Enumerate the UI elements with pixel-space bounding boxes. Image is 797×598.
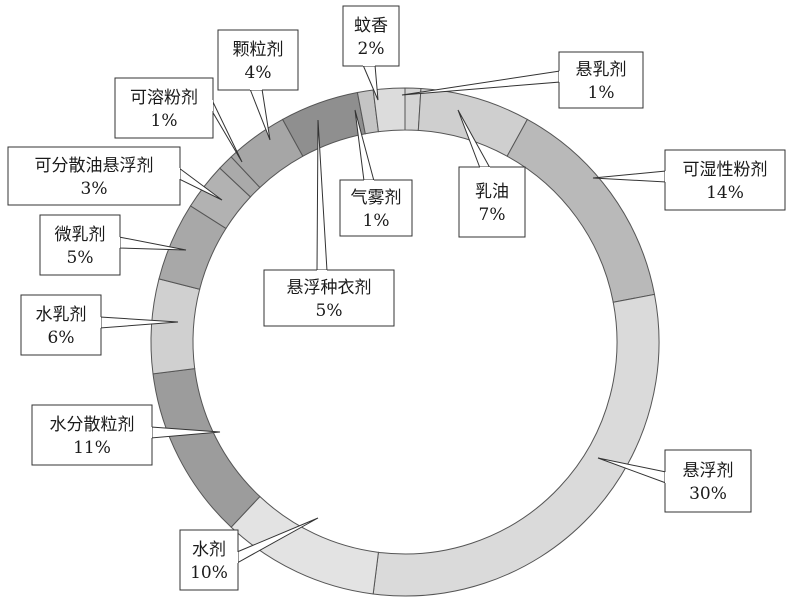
slice-label-name: 乳油 [475, 182, 509, 202]
leader-line [249, 88, 271, 141]
slice-label-8: 可分散油悬浮剂 3% [7, 146, 223, 206]
slice-label-6: 水乳剂 6% [20, 294, 179, 356]
label-box [263, 269, 395, 327]
label-box [39, 214, 121, 276]
slice-label-13: 蚊香 2% [342, 5, 400, 101]
slice-label-percent: 6% [48, 328, 75, 348]
slice-label-7: 微乳剂 5% [39, 214, 187, 276]
leader-line [592, 170, 667, 183]
slice-label-4: 水剂 10% [179, 517, 319, 591]
slice-label-name: 蚊香 [354, 16, 388, 36]
leader-line [401, 70, 561, 96]
label-box [31, 404, 153, 466]
slice-label-name: 微乳剂 [55, 225, 106, 245]
slice-label-2: 可湿性粉剂 14% [592, 149, 786, 211]
slice-label-percent: 2% [358, 39, 385, 59]
slice-label-percent: 14% [706, 183, 744, 203]
label-box [7, 146, 181, 206]
slice-label-10: 颗粒剂 4% [217, 29, 299, 141]
slice-label-0: 悬乳剂 1% [401, 51, 644, 109]
slice-label-percent: 11% [73, 438, 111, 458]
slice-2 [506, 118, 656, 303]
slice-label-percent: 7% [479, 205, 506, 225]
label-box [20, 294, 102, 356]
label-box [217, 29, 299, 91]
slice-label-name: 悬浮剂 [683, 461, 734, 481]
label-box [339, 179, 413, 237]
label-box [458, 166, 526, 238]
slice-label-percent: 1% [588, 83, 615, 103]
label-box [664, 449, 752, 513]
slice-label-name: 悬浮种衣剂 [287, 278, 372, 298]
slice-label-percent: 30% [689, 484, 727, 504]
slice-label-5: 水分散粒剂 11% [31, 404, 221, 466]
label-box [558, 51, 644, 109]
label-box [342, 5, 400, 67]
slice-label-name: 水剂 [192, 540, 226, 560]
slice-label-9: 可溶粉剂 1% [114, 77, 243, 163]
slice-label-percent: 4% [245, 63, 272, 83]
slice-label-percent: 5% [316, 301, 343, 321]
slice-label-name: 颗粒剂 [233, 40, 284, 60]
slice-label-11: 悬浮种衣剂 5% [263, 119, 395, 327]
slice-label-percent: 3% [81, 179, 108, 199]
leader-line [211, 99, 243, 163]
slice-labels: 悬乳剂 1% 乳油 7% 可湿性粉剂 14% 悬浮剂 30% 水剂 10% 水分散粒剂 11% 水乳剂 6… [7, 5, 786, 591]
donut-slices [150, 87, 660, 597]
slice-6 [150, 278, 201, 375]
label-box [114, 77, 214, 139]
slice-label-name: 可分散油悬浮剂 [35, 156, 154, 176]
slice-label-percent: 1% [363, 211, 390, 231]
slice-label-3: 悬浮剂 30% [597, 449, 752, 513]
slice-label-percent: 10% [190, 563, 228, 583]
slice-label-1: 乳油 7% [457, 109, 526, 238]
slice-label-name: 气雾剂 [351, 188, 402, 208]
slice-13 [372, 87, 406, 133]
slice-label-name: 水乳剂 [36, 305, 87, 325]
slice-5 [152, 368, 261, 528]
slice-label-12: 气雾剂 1% [339, 109, 413, 237]
slice-label-name: 水分散粒剂 [50, 415, 135, 435]
slice-label-percent: 5% [67, 248, 94, 268]
slice-label-percent: 1% [151, 111, 178, 131]
slice-label-name: 可溶粉剂 [130, 88, 198, 108]
label-box [664, 149, 786, 211]
slice-label-name: 可湿性粉剂 [683, 160, 768, 180]
slice-3 [372, 293, 660, 597]
slice-label-name: 悬乳剂 [576, 60, 627, 80]
